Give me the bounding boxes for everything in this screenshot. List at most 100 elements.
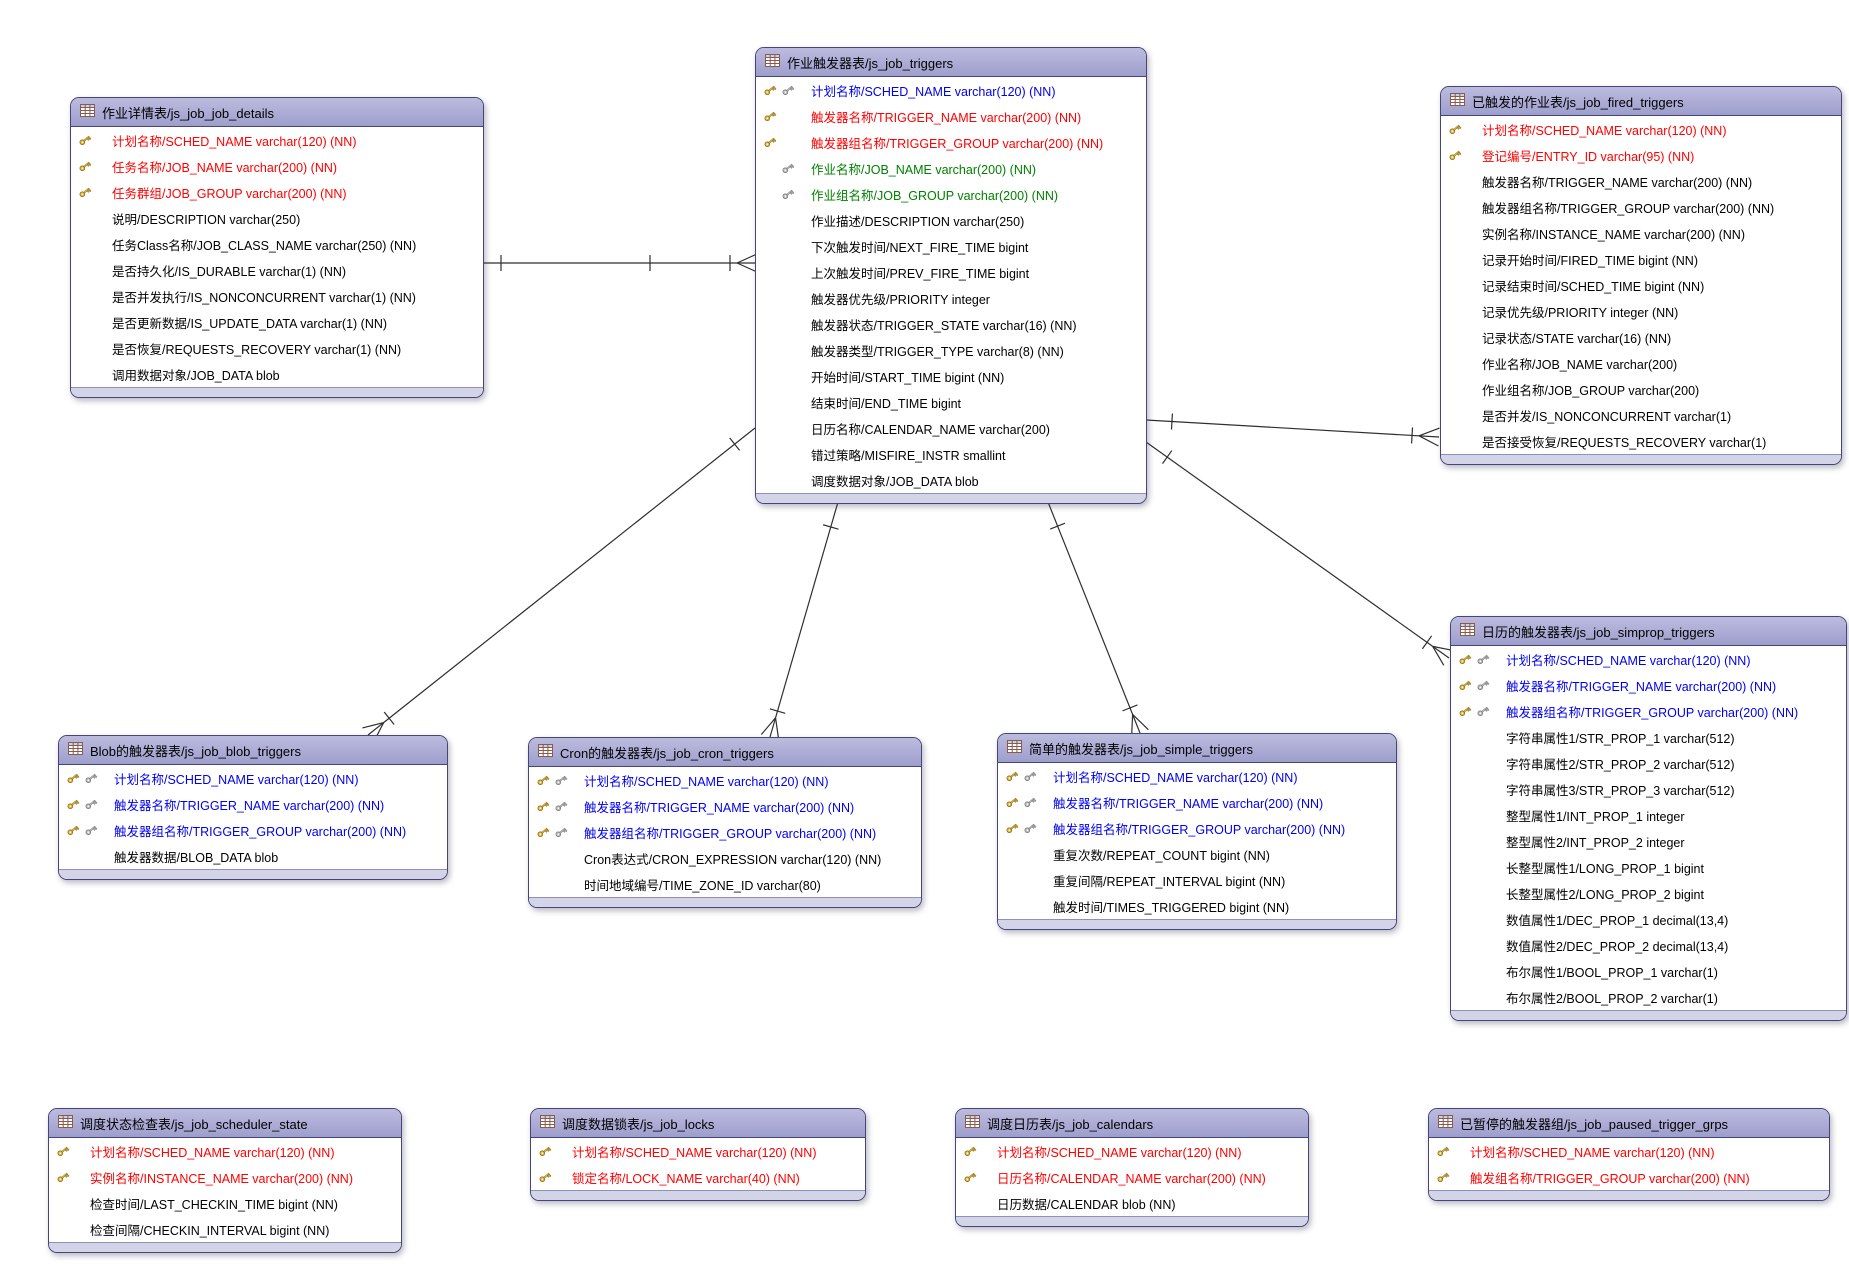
table-header[interactable]: 调度数据锁表/js_job_locks [531,1109,865,1138]
field-row[interactable]: 计划名称/SCHED_NAME varchar(120) (NN) [1451,646,1846,672]
table-header[interactable]: 日历的触发器表/js_job_simprop_triggers [1451,617,1846,646]
field-row[interactable]: 作业组名称/JOB_GROUP varchar(200) [1441,376,1841,402]
field-row[interactable]: 是否并发执行/IS_NONCONCURRENT varchar(1) (NN) [71,283,483,309]
field-row[interactable]: 布尔属性2/BOOL_PROP_2 varchar(1) [1451,984,1846,1010]
field-row[interactable]: 上次触发时间/PREV_FIRE_TIME bigint [756,259,1146,285]
field-row[interactable]: 计划名称/SCHED_NAME varchar(120) (NN) [71,127,483,153]
field-row[interactable]: 结束时间/END_TIME bigint [756,389,1146,415]
field-row[interactable]: 实例名称/INSTANCE_NAME varchar(200) (NN) [1441,220,1841,246]
table-header[interactable]: Cron的触发器表/js_job_cron_triggers [529,738,921,767]
relationship-triggers-to-cron[interactable] [760,501,839,740]
field-row[interactable]: 计划名称/SCHED_NAME varchar(120) (NN) [956,1138,1308,1164]
relationship-details-to-triggers[interactable] [482,253,758,273]
field-row[interactable]: 作业描述/DESCRIPTION varchar(250) [756,207,1146,233]
field-row[interactable]: 错过策略/MISFIRE_INSTR smallint [756,441,1146,467]
table-header[interactable]: 作业触发器表/js_job_triggers [756,48,1146,77]
relationship-triggers-to-simple[interactable] [1047,501,1149,737]
field-row[interactable]: 调用数据对象/JOB_DATA blob [71,361,483,387]
field-row[interactable]: 触发器名称/TRIGGER_NAME varchar(200) (NN) [756,103,1146,129]
field-row[interactable]: 锁定名称/LOCK_NAME varchar(40) (NN) [531,1164,865,1190]
field-row[interactable]: 时间地域编号/TIME_ZONE_ID varchar(80) [529,871,921,897]
table-header[interactable]: Blob的触发器表/js_job_blob_triggers [59,736,447,765]
field-row[interactable]: 触发器名称/TRIGGER_NAME varchar(200) (NN) [59,791,447,817]
field-row[interactable]: 触发时间/TIMES_TRIGGERED bigint (NN) [998,893,1396,919]
field-row[interactable]: 是否更新数据/IS_UPDATE_DATA varchar(1) (NN) [71,309,483,335]
field-row[interactable]: 计划名称/SCHED_NAME varchar(120) (NN) [756,77,1146,103]
field-row[interactable]: 触发器组名称/TRIGGER_GROUP varchar(200) (NN) [998,815,1396,841]
field-row[interactable]: 触发器名称/TRIGGER_NAME varchar(200) (NN) [1441,168,1841,194]
field-row[interactable]: 作业名称/JOB_NAME varchar(200) [1441,350,1841,376]
field-row[interactable]: 字符串属性1/STR_PROP_1 varchar(512) [1451,724,1846,750]
field-row[interactable]: 说明/DESCRIPTION varchar(250) [71,205,483,231]
relationship-triggers-to-fired[interactable] [1145,413,1440,447]
field-row[interactable]: 整型属性2/INT_PROP_2 integer [1451,828,1846,854]
field-row[interactable]: 触发器名称/TRIGGER_NAME varchar(200) (NN) [529,793,921,819]
table-header[interactable]: 作业详情表/js_job_job_details [71,98,483,127]
field-row[interactable]: 触发器数据/BLOB_DATA blob [59,843,447,869]
field-row[interactable]: 数值属性1/DEC_PROP_1 decimal(13,4) [1451,906,1846,932]
field-row[interactable]: 计划名称/SCHED_NAME varchar(120) (NN) [59,765,447,791]
field-row[interactable]: Cron表达式/CRON_EXPRESSION varchar(120) (NN… [529,845,921,871]
field-row[interactable]: 检查间隔/CHECKIN_INTERVAL bigint (NN) [49,1216,401,1242]
field-row[interactable]: 日历数据/CALENDAR blob (NN) [956,1190,1308,1216]
relationship-triggers-to-blob[interactable] [362,427,756,743]
field-row[interactable]: 计划名称/SCHED_NAME varchar(120) (NN) [1441,116,1841,142]
field-row[interactable]: 是否持久化/IS_DURABLE varchar(1) (NN) [71,257,483,283]
field-row[interactable]: 日历名称/CALENDAR_NAME varchar(200) (NN) [956,1164,1308,1190]
field-row[interactable]: 布尔属性1/BOOL_PROP_1 varchar(1) [1451,958,1846,984]
field-row[interactable]: 字符串属性3/STR_PROP_3 varchar(512) [1451,776,1846,802]
field-row[interactable]: 是否接受恢复/REQUESTS_RECOVERY varchar(1) [1441,428,1841,454]
field-row[interactable]: 触发器组名称/TRIGGER_GROUP varchar(200) (NN) [756,129,1146,155]
table-header[interactable]: 简单的触发器表/js_job_simple_triggers [998,734,1396,763]
field-row[interactable]: 触发组名称/TRIGGER_GROUP varchar(200) (NN) [1429,1164,1829,1190]
field-row[interactable]: 是否并发/IS_NONCONCURRENT varchar(1) [1441,402,1841,428]
field-row[interactable]: 实例名称/INSTANCE_NAME varchar(200) (NN) [49,1164,401,1190]
field-row[interactable]: 是否恢复/REQUESTS_RECOVERY varchar(1) (NN) [71,335,483,361]
field-row[interactable]: 开始时间/START_TIME bigint (NN) [756,363,1146,389]
field-row[interactable]: 触发器名称/TRIGGER_NAME varchar(200) (NN) [998,789,1396,815]
field-row[interactable]: 记录结束时间/SCHED_TIME bigint (NN) [1441,272,1841,298]
field-row[interactable]: 长整型属性1/LONG_PROP_1 bigint [1451,854,1846,880]
field-row[interactable]: 登记编号/ENTRY_ID varchar(95) (NN) [1441,142,1841,168]
field-row[interactable]: 作业组名称/JOB_GROUP varchar(200) (NN) [756,181,1146,207]
field-row[interactable]: 计划名称/SCHED_NAME varchar(120) (NN) [998,763,1396,789]
field-row[interactable]: 触发器状态/TRIGGER_STATE varchar(16) (NN) [756,311,1146,337]
field-row[interactable]: 任务群组/JOB_GROUP varchar(200) (NN) [71,179,483,205]
table-header[interactable]: 已触发的作业表/js_job_fired_triggers [1441,87,1841,116]
field-row[interactable]: 重复间隔/REPEAT_INTERVAL bigint (NN) [998,867,1396,893]
field-row[interactable]: 记录优先级/PRIORITY integer (NN) [1441,298,1841,324]
field-row[interactable]: 计划名称/SCHED_NAME varchar(120) (NN) [49,1138,401,1164]
field-row[interactable]: 下次触发时间/NEXT_FIRE_TIME bigint [756,233,1146,259]
field-row[interactable]: 触发器名称/TRIGGER_NAME varchar(200) (NN) [1451,672,1846,698]
field-row[interactable]: 字符串属性2/STR_PROP_2 varchar(512) [1451,750,1846,776]
field-row[interactable]: 日历名称/CALENDAR_NAME varchar(200) [756,415,1146,441]
field-row[interactable]: 整型属性1/INT_PROP_1 integer [1451,802,1846,828]
field-row[interactable]: 触发器组名称/TRIGGER_GROUP varchar(200) (NN) [59,817,447,843]
field-row[interactable]: 数值属性2/DEC_PROP_2 decimal(13,4) [1451,932,1846,958]
field-row[interactable]: 长整型属性2/LONG_PROP_2 bigint [1451,880,1846,906]
field-row[interactable]: 触发器优先级/PRIORITY integer [756,285,1146,311]
field-row[interactable]: 检查时间/LAST_CHECKIN_TIME bigint (NN) [49,1190,401,1216]
field-row[interactable]: 调度数据对象/JOB_DATA blob [756,467,1146,493]
field-row[interactable]: 计划名称/SCHED_NAME varchar(120) (NN) [529,767,921,793]
field-row[interactable]: 作业名称/JOB_NAME varchar(200) (NN) [756,155,1146,181]
table-header[interactable]: 调度日历表/js_job_calendars [956,1109,1308,1138]
field-row[interactable]: 记录状态/STATE varchar(16) (NN) [1441,324,1841,350]
field-row[interactable]: 触发器组名称/TRIGGER_GROUP varchar(200) (NN) [1451,698,1846,724]
field-row[interactable]: 触发器组名称/TRIGGER_GROUP varchar(200) (NN) [529,819,921,845]
field-row[interactable]: 触发器组名称/TRIGGER_GROUP varchar(200) (NN) [1441,194,1841,220]
field-row[interactable]: 计划名称/SCHED_NAME varchar(120) (NN) [531,1138,865,1164]
field-row[interactable]: 计划名称/SCHED_NAME varchar(120) (NN) [1429,1138,1829,1164]
field-row[interactable]: 触发器类型/TRIGGER_TYPE varchar(8) (NN) [756,337,1146,363]
